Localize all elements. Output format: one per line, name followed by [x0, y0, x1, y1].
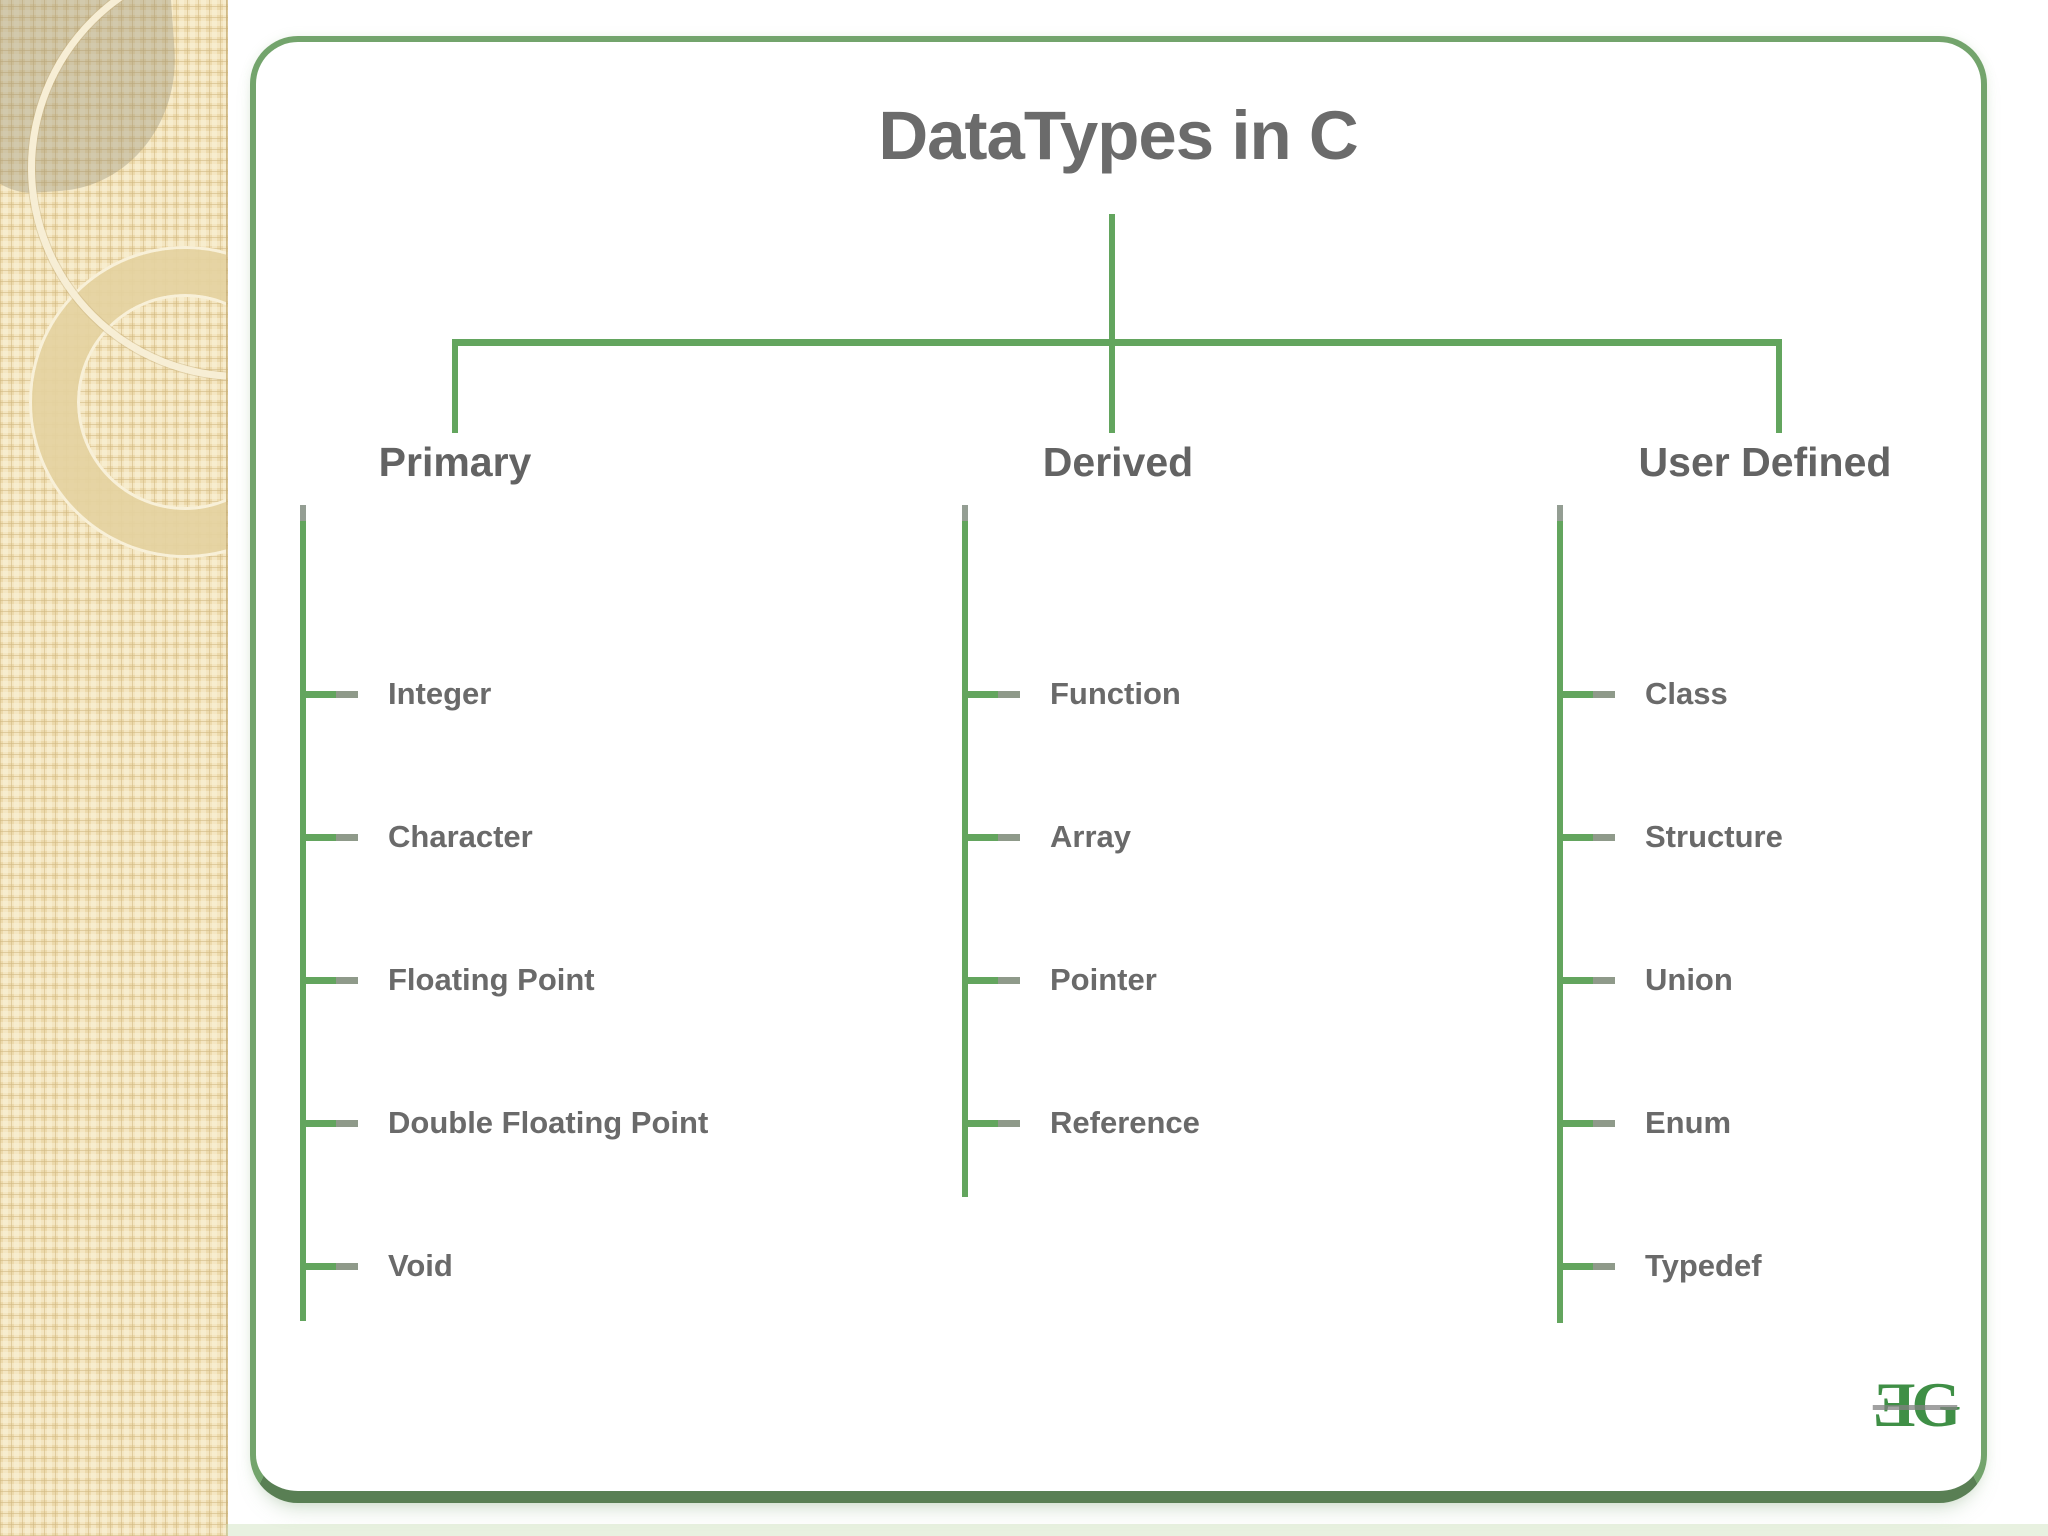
branch-spine-derived: [962, 505, 968, 1197]
tree-item-label: Character: [388, 819, 533, 854]
tree-tick: [1557, 1263, 1615, 1270]
branch-stub-primary: [452, 339, 458, 433]
branch-stub-user-defined: [1776, 339, 1782, 433]
tree-tick: [300, 1120, 358, 1127]
tree-item-label: Array: [1050, 819, 1131, 854]
tree-item-label: Floating Point: [388, 962, 595, 997]
tree-tick: [1557, 977, 1615, 984]
geeksforgeeks-logo: ƎG: [1872, 1369, 1961, 1440]
tree-item-label: Enum: [1645, 1105, 1732, 1140]
branch-connector-line: [452, 339, 1782, 346]
tree-tick: [962, 1120, 1020, 1127]
tree-item-label: Class: [1645, 676, 1728, 711]
tree-item-label: Function: [1050, 676, 1181, 711]
tree-tick: [962, 977, 1020, 984]
tree-tick: [300, 1263, 358, 1270]
branch-header-user-defined: User Defined: [1638, 439, 1892, 485]
tree-item-label: Structure: [1645, 819, 1783, 854]
diagram-frame: [250, 36, 1987, 1503]
tree-tick: [1557, 691, 1615, 698]
tree-tick: [1557, 834, 1615, 841]
branch-stub-derived: [1109, 344, 1115, 433]
branch-header-derived: Derived: [1042, 439, 1194, 485]
tree-item-label: Union: [1645, 962, 1733, 997]
tree-item-label: Double Floating Point: [388, 1105, 709, 1140]
branch-spine-primary: [300, 505, 306, 1321]
tree-item-label: Pointer: [1050, 962, 1157, 997]
branch-header-primary: Primary: [378, 439, 532, 485]
branch-spine-user-defined: [1557, 505, 1563, 1323]
tree-item-label: Reference: [1050, 1105, 1200, 1140]
tree-item-label: Typedef: [1645, 1248, 1762, 1283]
tree-tick: [300, 977, 358, 984]
tree-item-label: Integer: [388, 676, 492, 711]
bottom-strip: [226, 1524, 2048, 1536]
page-title: DataTypes in C: [878, 97, 1358, 174]
tree-item-label: Void: [388, 1248, 453, 1283]
tree-tick: [300, 834, 358, 841]
sidebar-pattern: [0, 0, 228, 1536]
tree-tick: [962, 691, 1020, 698]
tree-tick: [1557, 1120, 1615, 1127]
root-stem-line: [1109, 214, 1115, 344]
tree-tick: [962, 834, 1020, 841]
tree-tick: [300, 691, 358, 698]
